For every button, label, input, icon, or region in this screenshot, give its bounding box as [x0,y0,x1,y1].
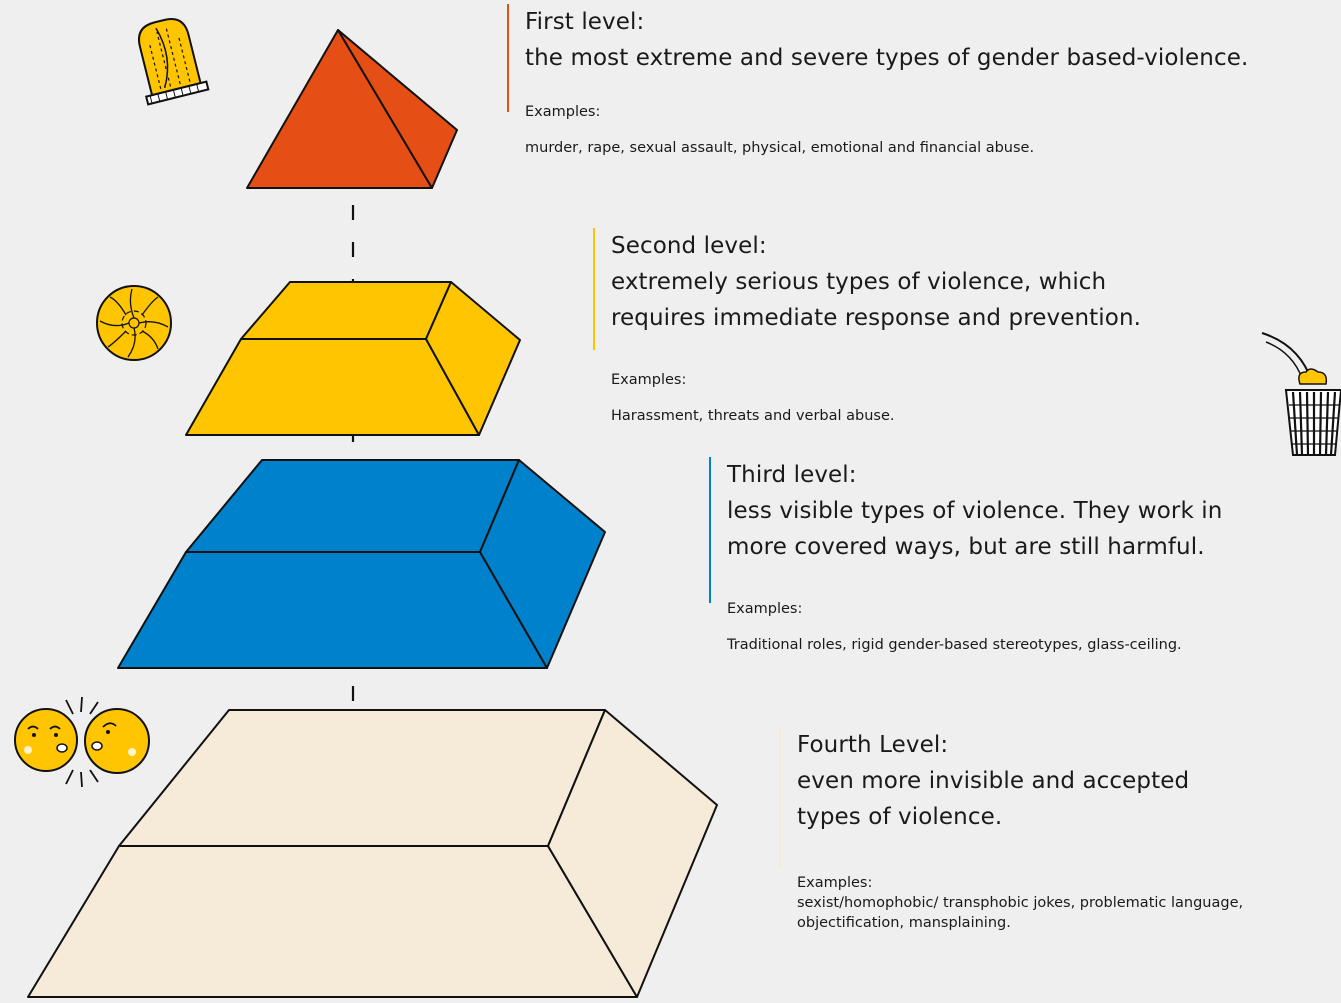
level-1-description: the most extreme and severe types of gen… [525,45,1249,71]
level-1-examples-label: Examples: [525,104,601,120]
level-4-description: even more invisible and accepted types o… [797,768,1190,830]
level-1-title: First level: [525,9,645,35]
level-1-examples: murder, rape, sexual assault, physical, … [525,140,1035,156]
level-2-accent-bar [593,228,595,350]
level-4-examples-label: Examples: [797,875,873,891]
level-4-accent-bar [779,727,781,867]
pyramid-level-4 [27,709,718,998]
waste-basket-icon [1261,332,1341,456]
level-2-examples-label: Examples: [611,372,687,388]
level-3-examples-label: Examples: [727,601,803,617]
crumpled-paper-icon [96,285,172,361]
pyramid-level-1 [246,29,458,189]
pyramid-level-3 [117,459,606,669]
level-3-accent-bar [709,457,711,603]
level-3-description: less visible types of violence. They wor… [727,498,1223,560]
level-1-text: First level: the most extreme and severe… [507,4,1248,158]
level-4-title: Fourth Level: [797,732,949,758]
level-3-examples: Traditional roles, rigid gender-based st… [727,637,1182,653]
level-1-accent-bar [507,4,509,112]
level-2-description: extremely serious types of violence, whi… [611,269,1142,331]
fist-icon [138,18,210,106]
clashing-faces-icon [14,696,150,788]
level-3-title: Third level: [727,462,857,488]
level-4-examples: sexist/homophobic/ transphobic jokes, pr… [797,895,1244,931]
level-4-text: Fourth Level: even more invisible and ac… [779,727,1267,933]
level-2-examples: Harassment, threats and verbal abuse. [611,408,895,424]
level-2-title: Second level: [611,233,767,259]
pyramid-level-2 [185,281,521,436]
level-3-text: Third level: less visible types of viole… [709,457,1227,655]
level-2-text: Second level: extremely serious types of… [593,228,1171,426]
